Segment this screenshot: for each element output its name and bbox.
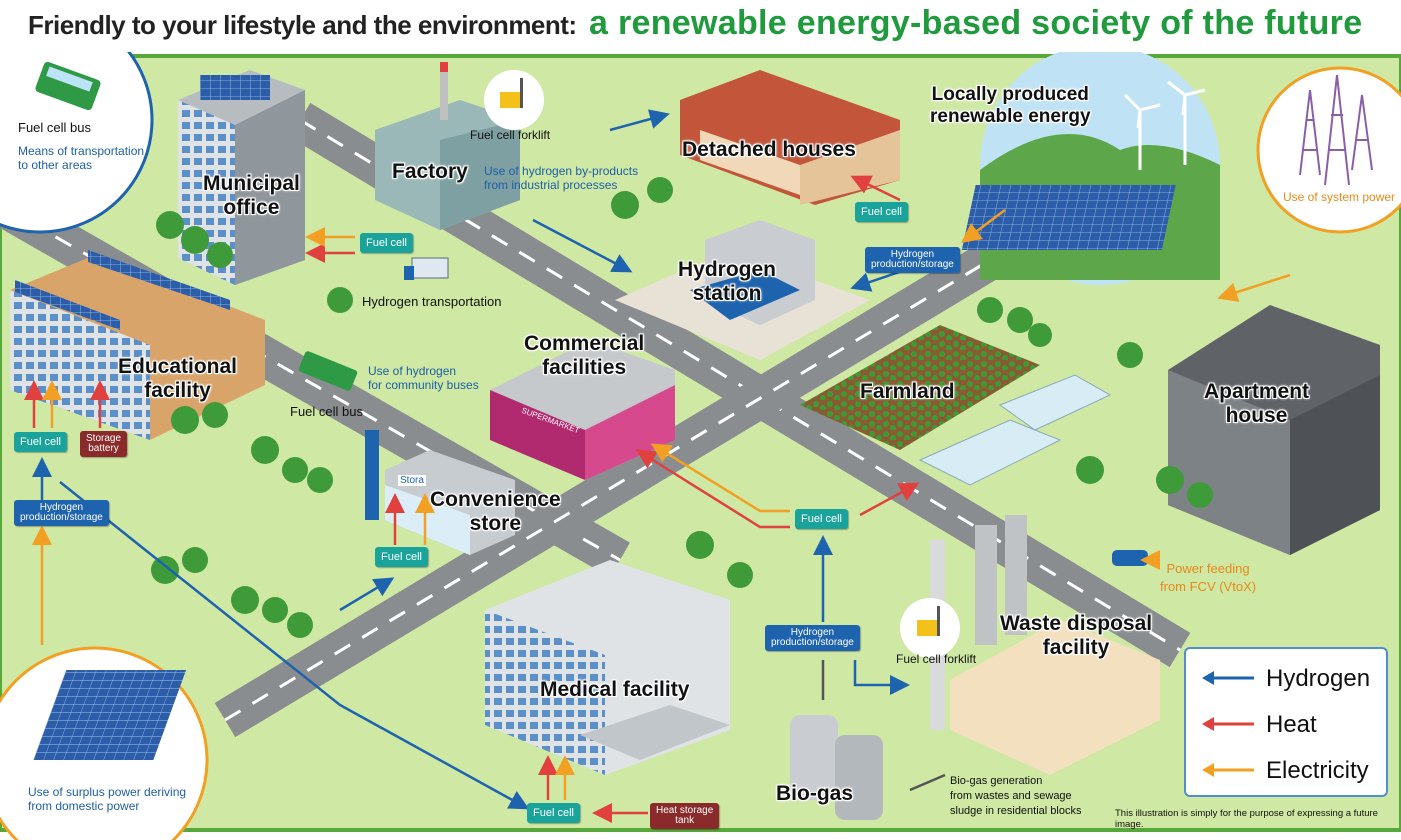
system-power-label: Use of system power	[1283, 190, 1396, 204]
bus-circle	[0, 52, 154, 234]
forklift-top-icon	[484, 70, 544, 130]
page-title: Friendly to your lifestyle and the envir…	[28, 4, 1362, 48]
store-sign: Stora	[398, 475, 426, 486]
fuel-cell-badge-medical: Fuel cell	[527, 803, 580, 823]
means-transport-label: Means of transportation to other areas	[18, 144, 145, 172]
electricity-arrow-icon	[1202, 763, 1254, 777]
title-prefix: Friendly to your lifestyle and the envir…	[28, 10, 577, 40]
fuel-cell-badge-municipal: Fuel cell	[360, 233, 413, 253]
community-bus-icon	[298, 351, 358, 391]
legend-electricity-label: Electricity	[1266, 757, 1369, 784]
legend-heat-label: Heat	[1266, 711, 1317, 738]
power-tower-icon	[1299, 74, 1373, 186]
commercial-facilities-label: Commercial facilities	[524, 332, 645, 379]
fcv-car-icon	[1112, 550, 1148, 566]
waste-disposal-label: Waste disposal facility	[1000, 612, 1153, 659]
power-feeding-label: Power feeding from FCV (VtoX)	[1160, 561, 1257, 594]
farmland-label: Farmland	[860, 380, 955, 403]
local-renewable-label: Locally produced renewable energy	[930, 84, 1091, 127]
system-power-circle	[1256, 66, 1401, 234]
hydrogen-storage-badge-biogas: Hydrogen production/storage	[765, 625, 860, 651]
medical-facility-label: Medical facility	[540, 678, 690, 701]
fuel-cell-forklift-top-label: Fuel cell forklift	[470, 128, 551, 142]
hydrogen-transportation-label: Hydrogen transportation	[362, 294, 502, 309]
factory-building	[375, 62, 520, 230]
bio-gas-generation-label: Bio-gas generation from wastes and sewag…	[950, 775, 1082, 817]
surplus-power-label: Use of surplus power deriving from domes…	[28, 785, 187, 813]
greenhouse-group	[918, 374, 1112, 486]
legend-hydrogen-label: Hydrogen	[1266, 665, 1371, 692]
storage-battery-badge: Storage battery	[80, 431, 128, 457]
legend: Hydrogen Heat Electricity	[1184, 647, 1388, 797]
solar-circle	[0, 646, 209, 840]
commercial-building	[490, 340, 675, 480]
fuel-cell-forklift-bottom-label: Fuel cell forklift	[896, 652, 977, 666]
medical-building	[485, 560, 730, 775]
municipal-office-building	[178, 70, 305, 285]
legend-electricity: Electricity	[1200, 755, 1380, 785]
legend-hydrogen: Hydrogen	[1200, 663, 1380, 693]
hydrogen-truck-icon	[404, 257, 449, 280]
fuel-cell-badge-education: Fuel cell	[14, 432, 67, 452]
heat-storage-tank-badge: Heat storage tank	[650, 803, 720, 829]
heat-flow-arrows	[24, 175, 920, 823]
title-main: a renewable energy-based society of the …	[589, 4, 1363, 42]
bio-gas-label: Bio-gas	[776, 782, 854, 805]
hydrogen-station-building	[615, 220, 870, 360]
renewable-circle	[961, 52, 1220, 285]
detached-houses-label: Detached houses	[682, 138, 856, 161]
hydrogen-storage-badge-houses: Hydrogen production/storage	[865, 247, 960, 273]
trees	[151, 177, 1213, 638]
fuel-cell-bus-mid-label: Fuel cell bus	[290, 404, 363, 419]
bio-gas-tanks	[790, 715, 883, 820]
convenience-store-label: Convenience store	[430, 488, 561, 535]
apartment-building	[1168, 305, 1380, 555]
disclaimer-note: This illustration is simply for the purp…	[1115, 808, 1378, 830]
bio-gas-flow-arrows	[821, 660, 946, 792]
heat-arrow-icon	[1202, 717, 1254, 731]
factory-label: Factory	[392, 160, 468, 183]
farmland-field	[800, 325, 1040, 450]
educational-facility-label: Educational facility	[118, 355, 238, 402]
hydrogen-arrow-icon	[1202, 671, 1254, 685]
fuel-cell-bus-top-label: Fuel cell bus	[18, 120, 91, 135]
fuel-cell-badge-houses: Fuel cell	[855, 202, 908, 222]
fuel-cell-badge-farmland: Fuel cell	[795, 509, 848, 529]
forklift-bottom-icon	[900, 598, 960, 658]
community-buses-label: Use of hydrogen for community buses	[368, 364, 479, 392]
city-illustration	[0, 52, 1401, 840]
electricity-flow-arrows	[32, 209, 1291, 800]
legend-heat: Heat	[1200, 709, 1380, 739]
hydrogen-station-label: Hydrogen station	[678, 258, 777, 305]
educational-building	[10, 250, 265, 440]
fuel-cell-badge-store: Fuel cell	[375, 547, 428, 567]
municipal-office-label: Municipal office	[203, 172, 300, 219]
hydrogen-storage-badge-education: Hydrogen production/storage	[14, 500, 109, 526]
hydrogen-byproducts-label: Use of hydrogen by-products from industr…	[484, 164, 639, 192]
apartment-house-label: Apartment house	[1204, 380, 1310, 427]
bus-icon	[35, 61, 101, 111]
detached-houses-group	[680, 70, 900, 205]
wind-turbine-icon	[1123, 80, 1206, 170]
waste-disposal-building	[930, 515, 1160, 775]
